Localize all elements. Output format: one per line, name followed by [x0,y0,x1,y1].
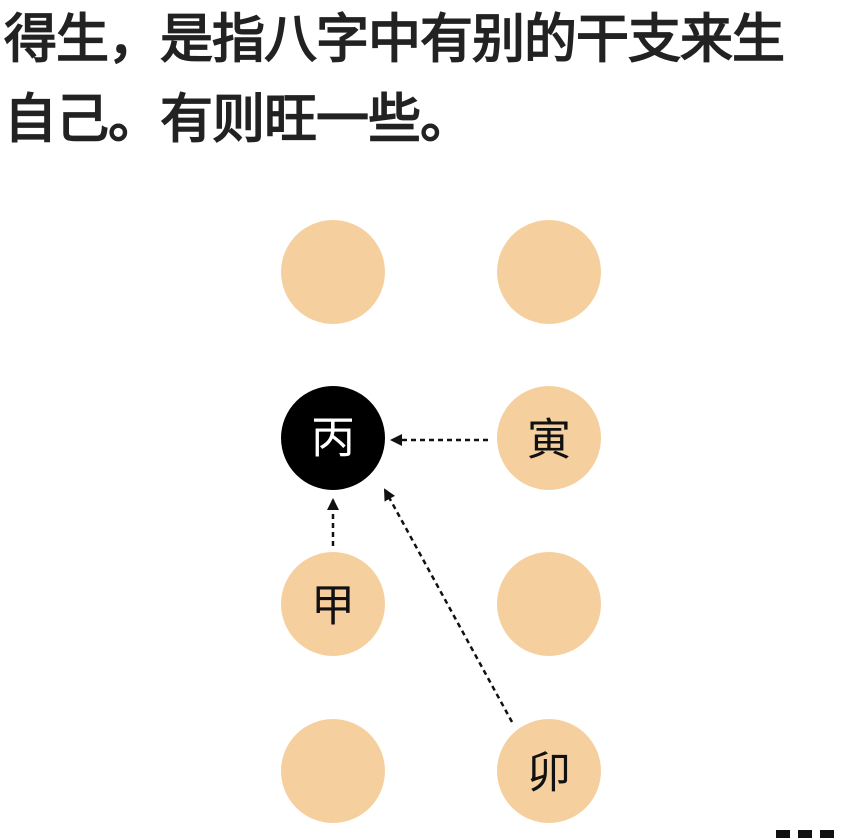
pillar-node-empty [497,220,601,324]
jia-node-label: 甲 [311,581,355,632]
mao-node [497,719,601,823]
yin-node-label: 寅 [527,415,571,466]
pillar-node-empty [281,719,385,823]
description-text: 得生，是指八字中有别的干支来生 自己。有则旺一些。 [4,0,856,160]
mao-node-label: 卯 [527,748,571,799]
self-node [281,386,385,490]
cropped-watermark [776,826,838,838]
yin-node [497,386,601,490]
self-node-label: 丙 [311,413,355,464]
description-line-1: 得生，是指八字中有别的干支来生 [4,9,785,70]
pillar-node-empty [497,552,601,656]
description-line-2: 自己。有则旺一些。 [4,89,473,150]
pillar-node-empty [281,220,385,324]
jia-node [281,552,385,656]
arrow-mao-to-self [383,488,514,723]
